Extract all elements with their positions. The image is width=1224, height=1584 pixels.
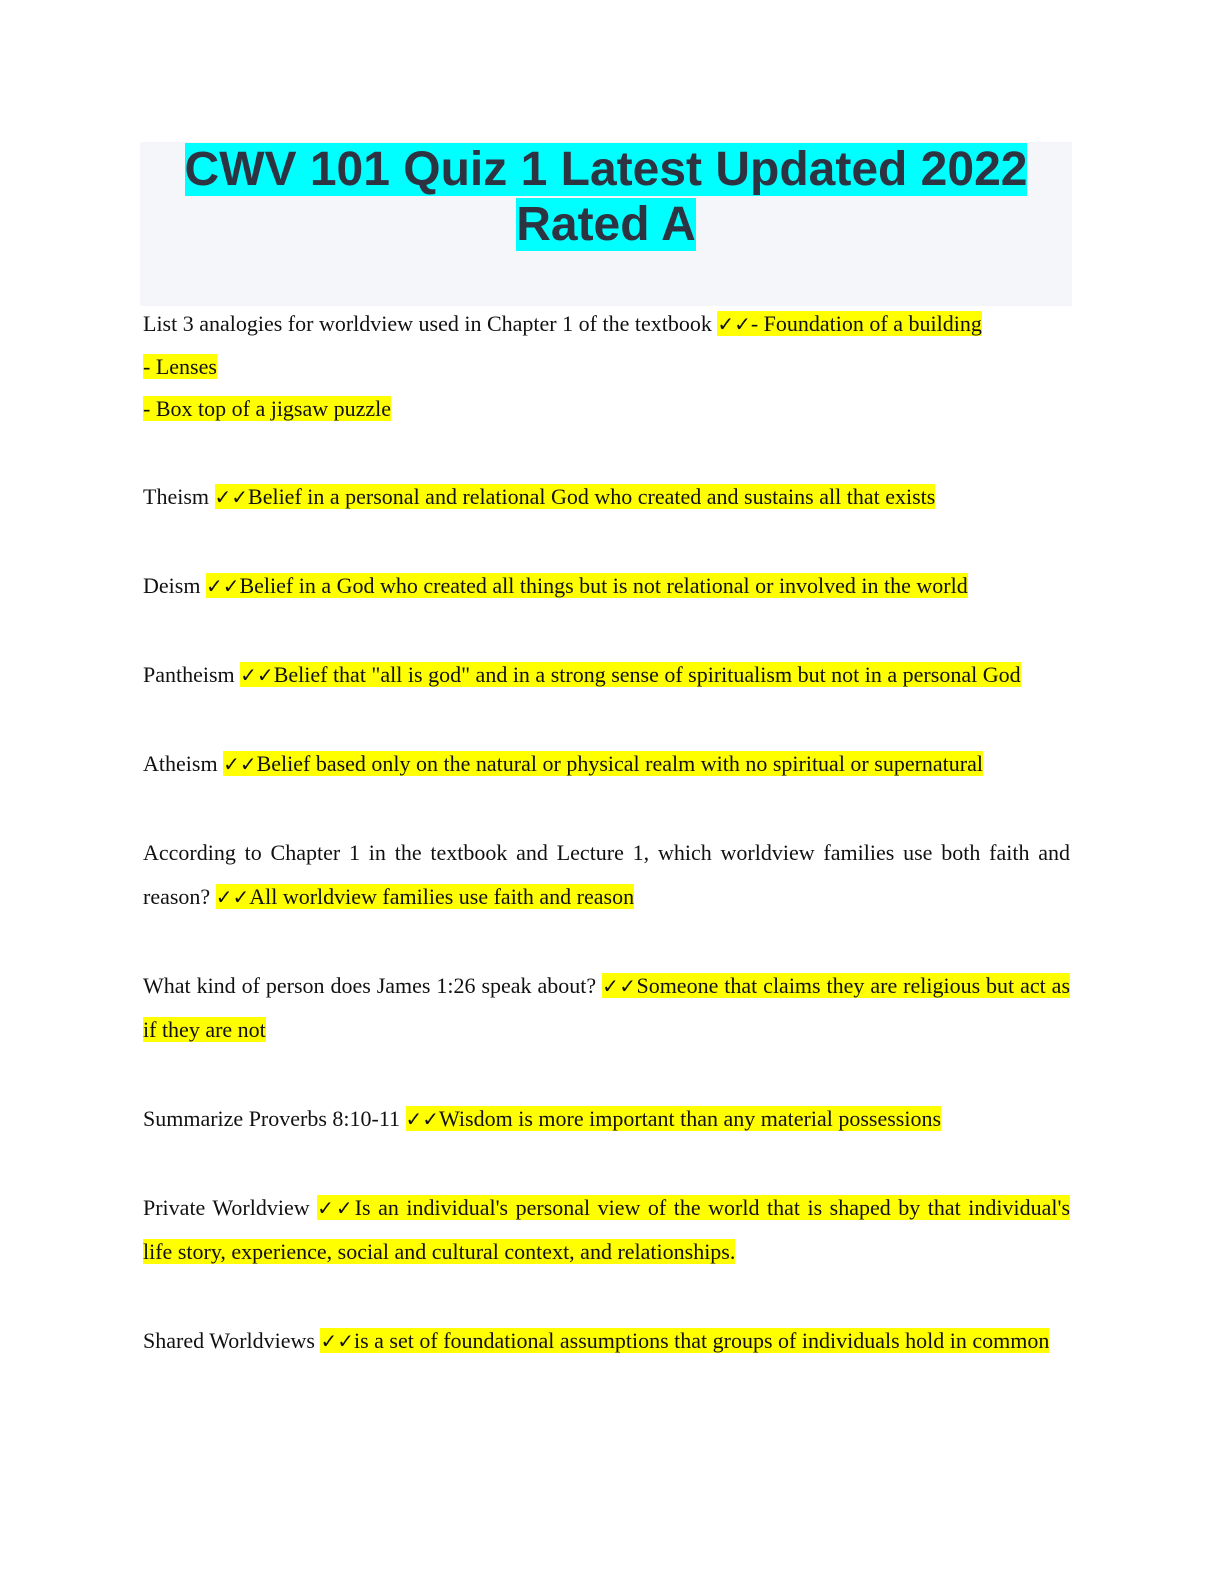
qa-item: According to Chapter 1 in the textbook a… <box>143 831 1070 919</box>
double-check-icon: ✓✓ <box>320 1329 354 1353</box>
answer: ✓✓- Foundation of a building <box>717 311 982 336</box>
double-check-icon: ✓✓ <box>223 752 257 776</box>
question: List 3 analogies for worldview used in C… <box>143 311 712 336</box>
answer-line: - Lenses <box>143 354 217 379</box>
qa-item: Pantheism ✓✓Belief that "all is god" and… <box>143 653 1070 697</box>
double-check-icon: ✓✓ <box>405 1107 440 1131</box>
document-title: CWV 101 Quiz 1 Latest Updated 2022 Rated… <box>140 142 1072 252</box>
title-block: CWV 101 Quiz 1 Latest Updated 2022 Rated… <box>140 142 1072 306</box>
question: Summarize Proverbs 8:10-11 <box>143 1106 401 1131</box>
question: Shared Worldviews <box>143 1328 315 1353</box>
answer: ✓✓is a set of foundational assumptions t… <box>320 1328 1050 1353</box>
double-check-icon: ✓✓ <box>602 974 637 998</box>
title-line-2: Rated A <box>516 198 696 251</box>
qa-item: Summarize Proverbs 8:10-11 ✓✓Wisdom is m… <box>143 1097 1070 1141</box>
question: Deism <box>143 573 201 598</box>
question: Private Worldview <box>143 1195 310 1220</box>
qa-item: Atheism ✓✓Belief based only on the natur… <box>143 742 1070 786</box>
answer-line: - Box top of a jigsaw puzzle <box>143 396 392 421</box>
answer: ✓✓Belief in a personal and relational Go… <box>214 484 936 509</box>
title-line-1: CWV 101 Quiz 1 Latest Updated 2022 <box>184 143 1028 196</box>
double-check-icon: ✓✓ <box>240 663 274 687</box>
answer: ✓✓All worldview families use faith and r… <box>215 884 635 909</box>
qa-item: What kind of person does James 1:26 spea… <box>143 964 1071 1052</box>
question: Atheism <box>143 751 218 776</box>
qa-item: Theism ✓✓Belief in a personal and relati… <box>143 475 1070 519</box>
double-check-icon: ✓✓ <box>205 574 240 598</box>
qa-list: List 3 analogies for worldview used in C… <box>143 302 1071 1408</box>
double-check-icon: ✓✓ <box>717 312 751 336</box>
question: Pantheism <box>143 662 235 687</box>
answer: ✓✓Belief based only on the natural or ph… <box>223 751 983 776</box>
answer: ✓✓Belief that "all is god" and in a stro… <box>240 662 1021 687</box>
question: According to Chapter 1 in the textbook a… <box>143 840 1070 909</box>
double-check-icon: ✓✓ <box>214 485 249 509</box>
answer: ✓✓Belief in a God who created all things… <box>205 573 968 598</box>
qa-item: Deism ✓✓Belief in a God who created all … <box>143 564 1070 608</box>
answer: ✓✓Wisdom is more important than any mate… <box>405 1106 942 1131</box>
question: Theism <box>143 484 209 509</box>
qa-item: List 3 analogies for worldview used in C… <box>143 302 1070 430</box>
question: What kind of person does James 1:26 spea… <box>143 973 597 998</box>
qa-item: Private Worldview ✓✓Is an individual's p… <box>143 1186 1071 1274</box>
qa-item: Shared Worldviews ✓✓is a set of foundati… <box>143 1319 1070 1363</box>
double-check-icon: ✓✓ <box>317 1196 355 1220</box>
double-check-icon: ✓✓ <box>215 885 250 909</box>
